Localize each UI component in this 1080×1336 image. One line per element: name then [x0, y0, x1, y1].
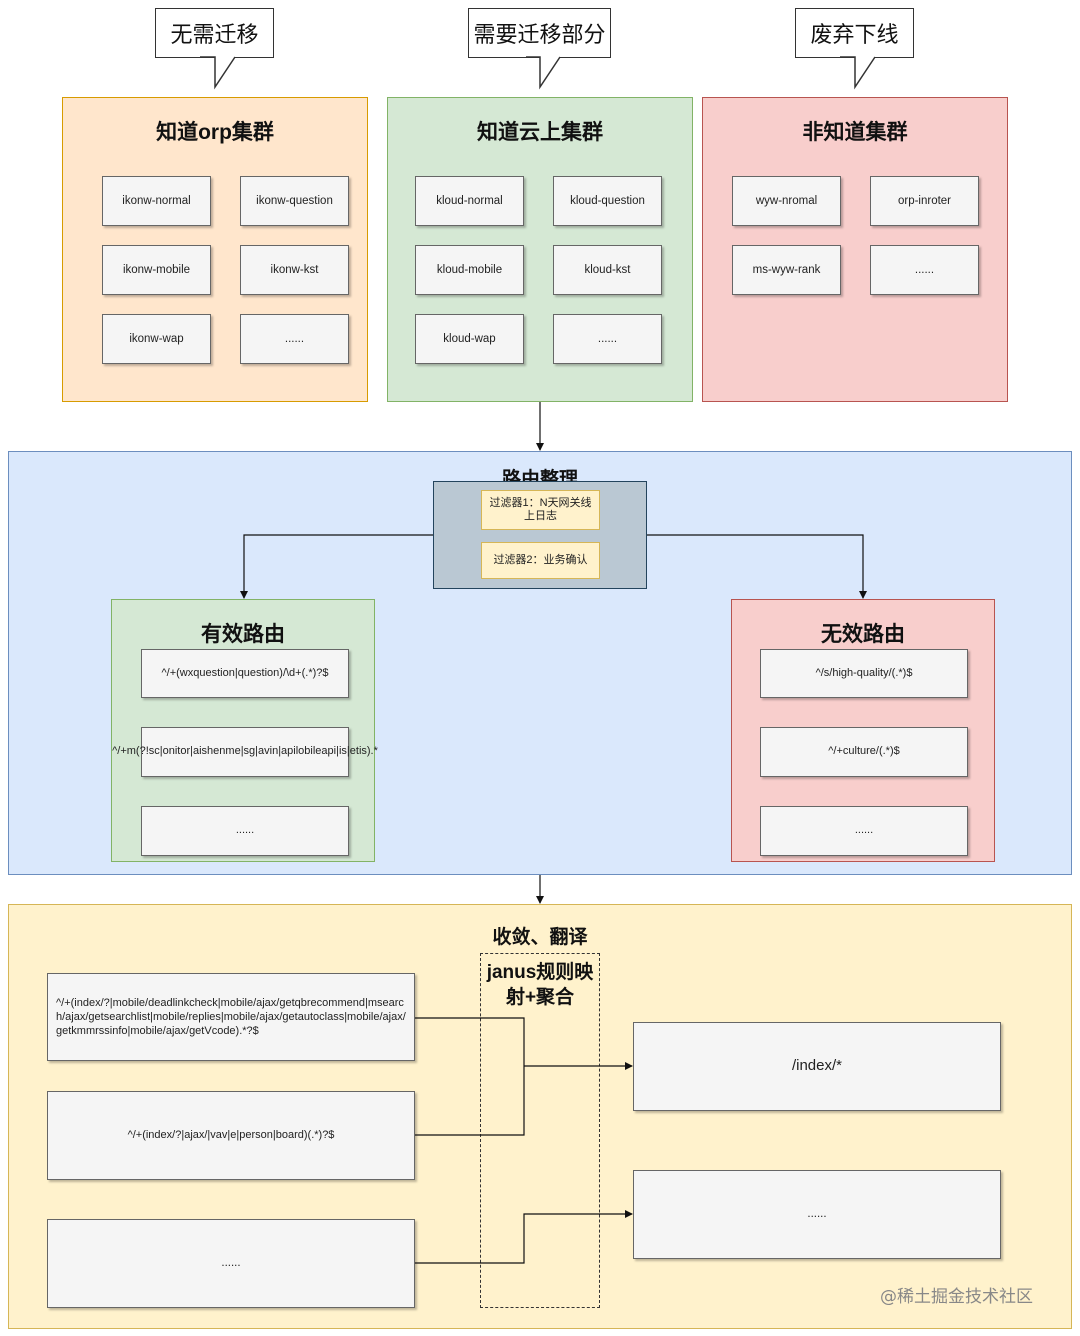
- cluster-node: ikonw-question: [240, 176, 349, 226]
- valid-routes: 有效路由 ^/+(wxquestion|question)/\d+(.*)?$ …: [111, 599, 378, 862]
- convergence-title: 收敛、翻译: [492, 927, 588, 948]
- cluster-node: wyw-nromal: [732, 176, 841, 226]
- cluster-node: ms-wyw-rank: [732, 245, 841, 295]
- cluster-orp: 知道orp集群 ikonw-normal ikonw-question ikon…: [62, 97, 368, 402]
- route-item: ^/+m(?!sc|onitor|aishenme|sg|avin|apilob…: [112, 727, 378, 777]
- source-route: ^/+(index/?|ajax/|vav|e|person|board)(.*…: [47, 1091, 415, 1180]
- cluster-node: kloud-normal: [415, 176, 524, 226]
- callout-pointer: [526, 56, 561, 90]
- target-route: /index/*: [633, 1022, 1001, 1111]
- cluster-node: ......: [553, 314, 662, 364]
- route-item: ^/+(wxquestion|question)/\d+(.*)?$: [141, 649, 349, 698]
- callout-pointer: [200, 56, 236, 90]
- cluster-node: orp-inroter: [870, 176, 979, 226]
- filter-container: 过滤器1：N天网关线上日志 过滤器2：业务确认: [433, 481, 647, 589]
- callout-deprecated-label: 废弃下线: [795, 8, 914, 58]
- cluster-node: ikonw-mobile: [102, 245, 211, 295]
- watermark: @稀土掘金技术社区: [880, 1287, 1033, 1307]
- cluster-node: ikonw-wap: [102, 314, 211, 364]
- cluster-cloud: 知道云上集群 kloud-normal kloud-question kloud…: [387, 97, 693, 402]
- cluster-node: kloud-wap: [415, 314, 524, 364]
- janus-label: janus规则映射+聚合: [486, 962, 594, 1008]
- cluster-non-zhidao: 非知道集群 wyw-nromal orp-inroter ms-wyw-rank…: [702, 97, 1008, 402]
- cluster-node: kloud-kst: [553, 245, 662, 295]
- cluster-node: kloud-mobile: [415, 245, 524, 295]
- cluster-node: ......: [240, 314, 349, 364]
- cluster-node: ......: [870, 245, 979, 295]
- cluster-node: ikonw-normal: [102, 176, 211, 226]
- route-item: ^/s/high-quality/(.*)$: [760, 649, 968, 698]
- invalid-routes: 无效路由 ^/s/high-quality/(.*)$ ^/+culture/(…: [731, 599, 995, 862]
- route-item: ^/+culture/(.*)$: [760, 727, 968, 777]
- filter-1: 过滤器1：N天网关线上日志: [481, 490, 600, 530]
- callout-need-migration-label: 需要迁移部分: [468, 8, 611, 58]
- route-item: ......: [141, 806, 349, 856]
- cluster-node: ikonw-kst: [240, 245, 349, 295]
- callout-pointer: [840, 56, 876, 90]
- invalid-routes-title: 无效路由: [821, 623, 905, 646]
- filter-2: 过滤器2：业务确认: [481, 542, 600, 579]
- cluster-node: kloud-question: [553, 176, 662, 226]
- source-route: ^/+(index/?|mobile/deadlinkcheck|mobile/…: [47, 973, 415, 1061]
- cluster-non-title: 非知道集群: [802, 121, 908, 144]
- source-route: ......: [47, 1219, 415, 1308]
- janus-box: janus规则映射+聚合: [480, 953, 600, 1308]
- route-item: ......: [760, 806, 968, 856]
- cluster-cloud-title: 知道云上集群: [477, 121, 603, 144]
- target-route: ......: [633, 1170, 1001, 1259]
- valid-routes-title: 有效路由: [201, 623, 285, 646]
- cluster-orp-title: 知道orp集群: [156, 121, 274, 144]
- callout-no-migration-label: 无需迁移: [155, 8, 274, 58]
